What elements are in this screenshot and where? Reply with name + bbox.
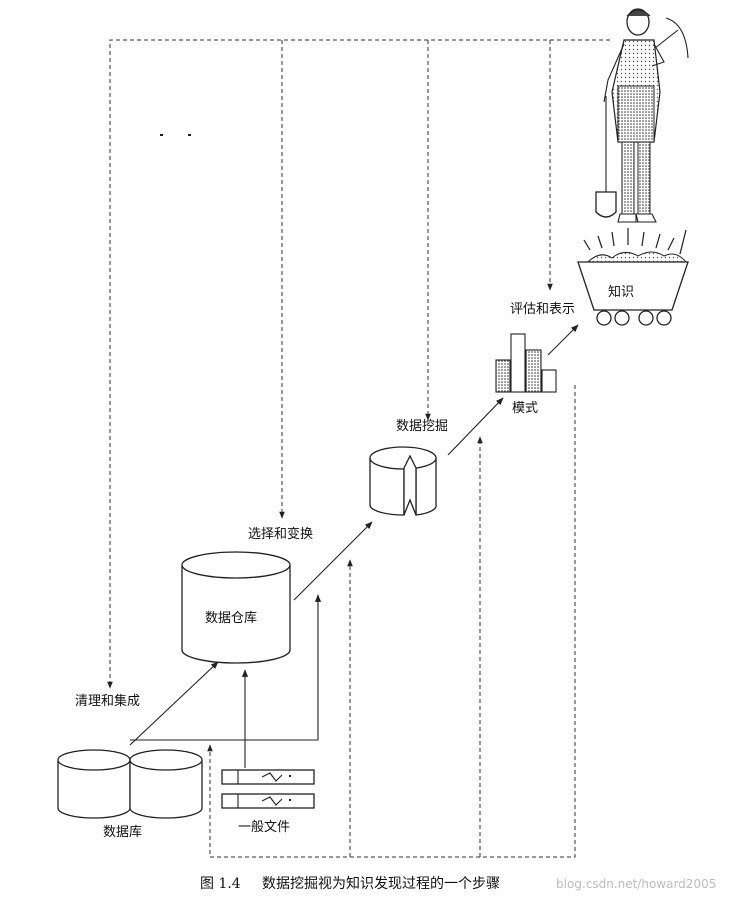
clean-integrate-label: 清理和集成 bbox=[75, 693, 140, 709]
flat-files-label: 一般文件 bbox=[238, 819, 290, 835]
arrow-db-to-warehouse bbox=[129, 661, 219, 746]
miner-figure-icon bbox=[595, 8, 689, 223]
select-transform-label: 选择和变换 bbox=[248, 526, 313, 542]
data-mining-icon bbox=[369, 446, 437, 516]
patterns-bar-icon bbox=[495, 333, 557, 393]
flat-files-icon bbox=[221, 769, 315, 809]
figure-number: 图 1.4 bbox=[200, 876, 241, 892]
arrow-patterns-to-knowledge bbox=[547, 324, 579, 356]
data-warehouse-label: 数据仓库 bbox=[205, 610, 257, 626]
data-warehouse-icon bbox=[181, 551, 291, 664]
data-mining-label: 数据挖掘 bbox=[396, 419, 448, 434]
evaluate-present-label: 评估和表示 bbox=[510, 302, 575, 317]
figure-caption: 数据挖掘视为知识发现过程的一个步骤 bbox=[262, 875, 500, 892]
flow-arrows bbox=[129, 324, 579, 768]
dashed-bottom-return bbox=[207, 385, 576, 858]
arrow-warehouse-to-mining bbox=[293, 521, 373, 601]
stray-mark bbox=[188, 134, 191, 136]
arrow-mining-to-patterns bbox=[447, 397, 504, 456]
dashed-to-clean-integrate bbox=[107, 39, 610, 689]
arrow-db-to-selection bbox=[130, 594, 322, 741]
watermark: blog.csdn.net/howard2005 bbox=[556, 877, 716, 891]
database-label: 数据库 bbox=[103, 824, 142, 840]
knowledge-label: 知识 bbox=[608, 284, 634, 300]
stray-mark bbox=[160, 134, 163, 136]
knowledge-mine-cart-icon bbox=[577, 228, 689, 326]
feedback-dashed-lines bbox=[107, 39, 610, 858]
patterns-label: 模式 bbox=[512, 401, 538, 416]
database-icon bbox=[57, 749, 203, 819]
